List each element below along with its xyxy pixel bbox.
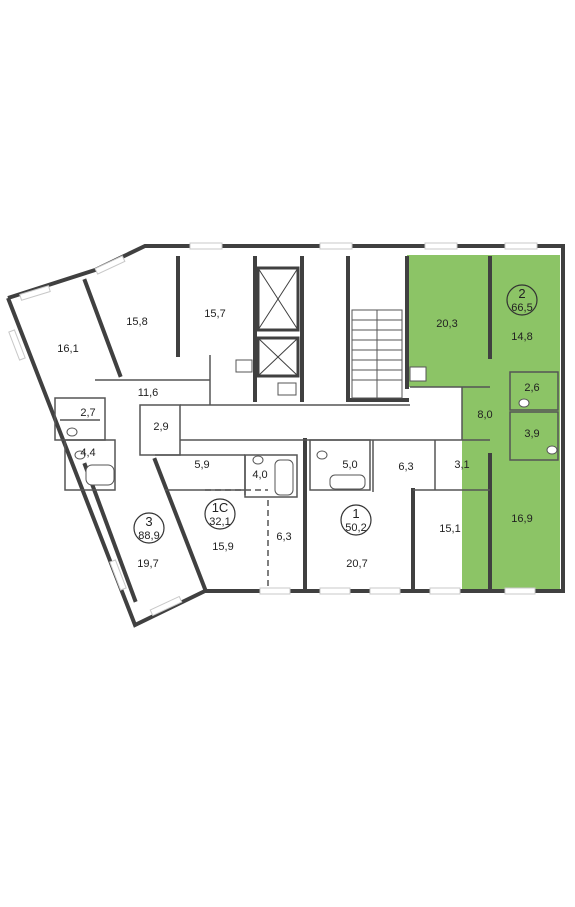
room-area: 15,1 — [439, 523, 460, 535]
room-area: 2,7 — [80, 407, 95, 419]
room-area: 8,0 — [477, 409, 492, 421]
room-area: 3,9 — [524, 428, 539, 440]
room-area: 15,7 — [204, 308, 225, 320]
apartment-number: 3 — [145, 514, 152, 529]
room-area: 15,8 — [126, 316, 147, 328]
room-area: 20,3 — [436, 318, 457, 330]
room-area: 14,8 — [511, 331, 532, 343]
room-area: 20,7 — [346, 558, 367, 570]
room-area: 2,6 — [524, 382, 539, 394]
room-area: 4,0 — [252, 469, 267, 481]
apartment-area: 66,5 — [511, 302, 532, 314]
room-area: 16,1 — [57, 343, 78, 355]
room-area: 6,3 — [398, 461, 413, 473]
apartment-area: 88,9 — [138, 530, 159, 542]
interior-walls — [82, 256, 492, 603]
apartment-number: 1 — [352, 506, 359, 521]
room-area: 2,9 — [153, 421, 168, 433]
room-area: 16,9 — [511, 513, 532, 525]
apartment-badge-2: 2 66,5 — [506, 284, 538, 316]
apartment-badge-3: 3 88,9 — [133, 512, 165, 544]
room-area: 5,9 — [194, 459, 209, 471]
room-area: 11,6 — [138, 387, 159, 399]
apartment-area: 32,1 — [209, 516, 230, 528]
bathroom-fixtures — [66, 359, 558, 496]
apartment-number: 2 — [518, 286, 525, 301]
partitions — [54, 355, 559, 589]
apartment-badge-1c: 1С 32,1 — [204, 498, 236, 530]
apartment-2-highlight — [407, 255, 560, 589]
apartment-number: 1С — [212, 500, 229, 515]
elevator-core — [256, 266, 300, 378]
room-labels: 16,1 15,8 15,7 11,6 2,7 4,4 2,9 5,9 4,0 … — [57, 308, 539, 570]
room-area: 19,7 — [137, 558, 158, 570]
room-area: 3,1 — [454, 459, 469, 471]
apartment-area: 50,2 — [345, 522, 366, 534]
room-area: 6,3 — [276, 531, 291, 543]
staircase — [351, 309, 403, 399]
room-area: 5,0 — [342, 459, 357, 471]
windows — [8, 242, 538, 617]
apartment-badge-1: 1 50,2 — [340, 504, 372, 536]
room-area: 15,9 — [212, 541, 233, 553]
room-area: 4,4 — [80, 447, 95, 459]
